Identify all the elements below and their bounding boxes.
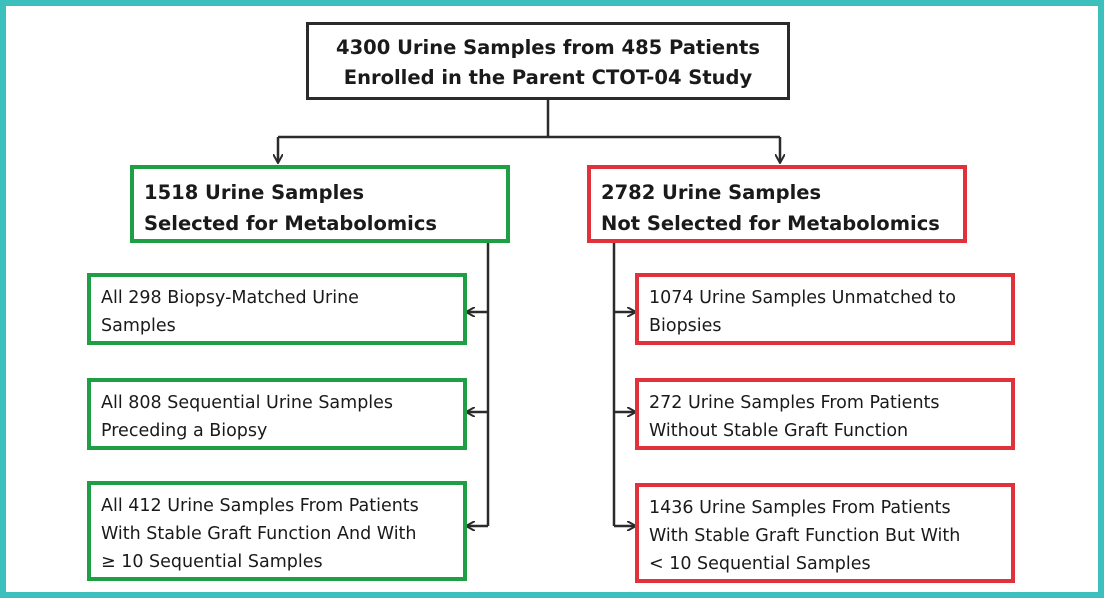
not-selected-header-box: 2782 Urine Samples Not Selected for Meta… — [587, 165, 967, 243]
top-box: 4300 Urine Samples from 485 Patients Enr… — [306, 22, 790, 100]
not-selected-header-line-1: 2782 Urine Samples — [601, 181, 822, 204]
top-box-line-1: 4300 Urine Samples from 485 Patients — [336, 36, 760, 59]
selected-item-line: Preceding a Biopsy — [101, 421, 268, 441]
selected-header-line-2: Selected for Metabolomics — [144, 212, 438, 235]
selected-item-line: All 808 Sequential Urine Samples — [101, 393, 394, 413]
not-selected-item-box: 272 Urine Samples From Patients Without … — [635, 378, 1015, 450]
not-selected-item-line: Without Stable Graft Function — [649, 421, 909, 441]
not-selected-item-line: 1074 Urine Samples Unmatched to — [649, 288, 956, 308]
selected-item-box: All 298 Biopsy-Matched Urine Samples — [87, 273, 467, 345]
selected-item-line: With Stable Graft Function And With — [101, 524, 417, 544]
not-selected-item-box: 1436 Urine Samples From Patients With St… — [635, 483, 1015, 583]
selected-item-line: Samples — [101, 316, 176, 336]
not-selected-item-line: < 10 Sequential Samples — [649, 554, 871, 574]
top-box-line-2: Enrolled in the Parent CTOT-04 Study — [343, 66, 753, 89]
selected-item-line: All 412 Urine Samples From Patients — [101, 496, 419, 516]
not-selected-item-line: 272 Urine Samples From Patients — [649, 393, 940, 413]
not-selected-header-line-2: Not Selected for Metabolomics — [601, 212, 940, 235]
selected-item-line: All 298 Biopsy-Matched Urine — [101, 288, 359, 308]
not-selected-item-line: With Stable Graft Function But With — [649, 526, 961, 546]
selected-item-box: All 808 Sequential Urine Samples Precedi… — [87, 378, 467, 450]
not-selected-item-line: 1436 Urine Samples From Patients — [649, 498, 951, 518]
not-selected-item-box: 1074 Urine Samples Unmatched to Biopsies — [635, 273, 1015, 345]
selected-item-line: ≥ 10 Sequential Samples — [101, 552, 323, 572]
selected-header-line-1: 1518 Urine Samples — [144, 181, 365, 204]
selected-header-box: 1518 Urine Samples Selected for Metabolo… — [130, 165, 510, 243]
not-selected-item-line: Biopsies — [649, 316, 722, 336]
selected-item-box: All 412 Urine Samples From Patients With… — [87, 481, 467, 581]
